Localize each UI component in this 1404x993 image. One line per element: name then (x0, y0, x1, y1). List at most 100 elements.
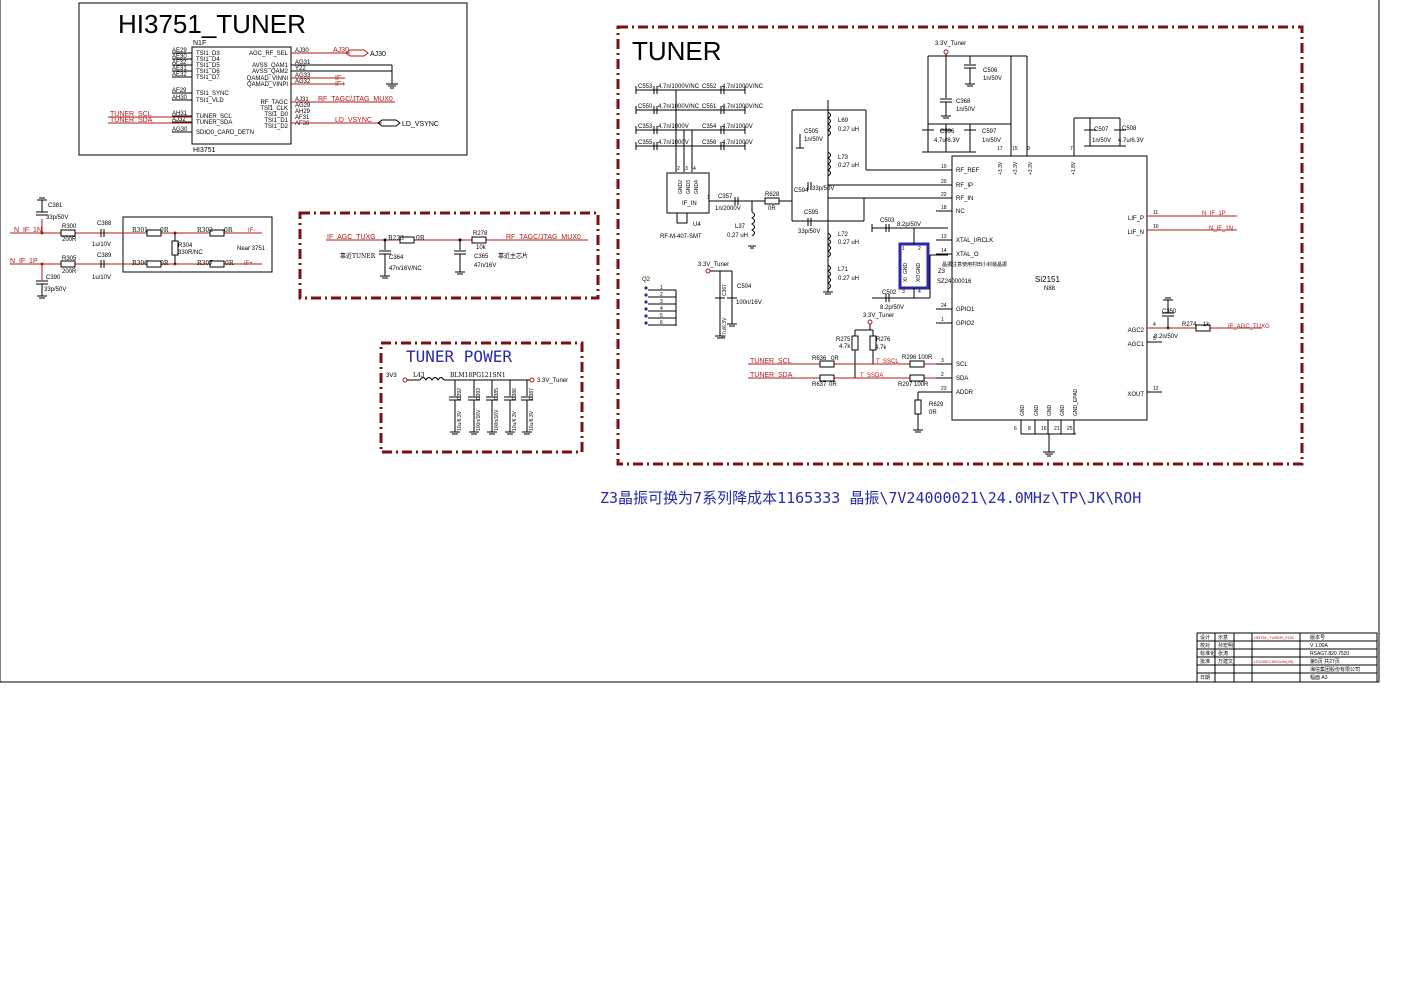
si-top-pin-num: 17 (997, 146, 1003, 152)
si-top-pin-name: +3.3V (1013, 161, 1019, 175)
l73-ref: L73 (838, 155, 849, 161)
l72-ref: L72 (838, 232, 849, 238)
u4-pin-num: 3 (685, 166, 688, 172)
l71-ref: L71 (838, 267, 849, 273)
c364-val: 47n/16V/NC (389, 266, 422, 272)
r275-val: 4.7k (839, 344, 851, 350)
z3-ref: Z3 (938, 269, 946, 275)
if-filter-ifm: IF- (248, 228, 255, 234)
si-bottom-pin-name: GND (1047, 405, 1053, 417)
u4-gnd-label: GND2 (678, 180, 684, 194)
hi3751-ref: N1F (193, 40, 206, 47)
q2-pin-dot (644, 314, 648, 318)
u4-part: RF-M-407-SMT (660, 234, 702, 240)
si-left-pin-name: GPIO2 (956, 321, 975, 327)
hi-right-ball: AJ31 (295, 97, 309, 103)
hi-left-pin-name: TSI1_D5 (196, 63, 220, 69)
si-left-pin-num: 3 (941, 358, 944, 364)
net-tuner-scl: TUNER_SCL (110, 111, 152, 118)
hi-left-ball: AG30 (172, 127, 188, 133)
r307-ref: R307 (197, 260, 213, 267)
si-left-pin-num: 23 (941, 386, 947, 392)
tuner-cap-val: 4.7n/1000V (658, 124, 689, 130)
hi-right-ball: AF30 (295, 121, 310, 127)
hi-right-ball: AG32 (295, 79, 311, 85)
l72-val: 0.27 uH (838, 240, 859, 246)
power-cap-ref: C393 (476, 388, 482, 400)
hi-left-pin-name: TSI1_D7 (196, 75, 220, 81)
l69-ref: L69 (838, 118, 849, 124)
power-cap-ref: C392 (457, 388, 463, 400)
r274-ref: R274 (1182, 322, 1197, 328)
hi-left-ball: AH31 (172, 111, 188, 117)
c507-val: 1n/50V (1092, 138, 1111, 144)
si-left-pin-num: 24 (941, 303, 947, 309)
tuner-cap-val: 4.7n/1000V/NC (658, 84, 700, 90)
hi-left-pin-name: TSI1_D3 (196, 51, 220, 57)
r306-val: 0R (160, 260, 169, 267)
hi-left-ball: AE31 (172, 66, 187, 72)
tuner-cap-ref: C550 (638, 104, 653, 110)
xtal-pin-name: XI (903, 277, 909, 282)
r629-ref: R629 (929, 402, 944, 408)
c594-ref: C594 (794, 188, 809, 194)
l69-val: 0.27 uH (838, 127, 859, 133)
si-bottom-pin-name: GND_EPAD (1073, 388, 1079, 416)
tuner-cap-ref: C551 (702, 104, 717, 110)
si-right-pin-name: AGC2 (1128, 328, 1145, 334)
c357-ref: C357 (718, 194, 733, 200)
si-left-pin-name: SCL (956, 362, 968, 368)
hi-right-ball: AG31 (295, 60, 311, 66)
q2-ref: Q2 (642, 277, 651, 283)
hi-left-pin-name: TSI1_D4 (196, 57, 220, 63)
r278-ref: R278 (473, 231, 488, 237)
c368-val: 1n/50V (956, 107, 975, 113)
c594-val: 33p/50V (812, 186, 834, 192)
r278-val: 10k (476, 245, 487, 251)
tb-cell: LED49EC600UAV(25) (1254, 659, 1294, 664)
c506-val: 1n/50V (983, 76, 1002, 82)
si-right-pin-name: XOUT (1127, 392, 1144, 398)
hi-left-pin-name: TSI1_SYNC (196, 91, 229, 97)
r274-val: 1k (1203, 322, 1210, 328)
near-tuner-note: 靠近TUNER (340, 252, 376, 260)
si-left-pin-num: 14 (941, 248, 947, 254)
r629-val: 0R (929, 410, 937, 416)
power-cap-val: 100n/16V (494, 409, 500, 431)
q2-pin-dot (644, 307, 648, 311)
si-top-pin-num: 7 (1070, 146, 1073, 152)
si-bottom-pin-num: 8 (1028, 426, 1031, 432)
c595-ref: C595 (804, 210, 819, 216)
hi-left-pin-name: SDIO0_CARD_DETN (196, 130, 254, 136)
tuner-cap-ref: C353 (638, 124, 653, 130)
c381-ref: C381 (48, 203, 63, 209)
power-vin: 3V3 (386, 373, 397, 379)
hi-right-pin-name: TSI1_D2 (264, 124, 288, 130)
tuner-title: TUNER (632, 36, 722, 66)
power-cap-ref: C386 (512, 388, 518, 400)
net-ld-vsync: LD_VSYNC (335, 117, 372, 124)
l71-val: 0.27 uH (838, 276, 859, 282)
u4-gnd-label: GND4 (694, 180, 700, 194)
l73-val: 0.27 uH (838, 163, 859, 169)
net-if-plus: IF+ (335, 81, 345, 88)
r307-val: 0R (225, 260, 234, 267)
t-ssda-net: T_SSDA (860, 373, 883, 379)
hi-left-ball: AE29 (172, 48, 187, 54)
power-cap-val: 10u/6.3V (529, 410, 535, 431)
r304-ref: R304 (178, 243, 193, 249)
r302-ref: R302 (197, 227, 213, 234)
r628-val: 0R (768, 206, 776, 212)
r275-ref: R275 (836, 337, 851, 343)
c367-val: 4.7u/6.3V (722, 317, 728, 339)
si-top-pin-num: 15 (1012, 146, 1018, 152)
si-left-pin-num: 22 (941, 192, 947, 198)
c596-val: 4.7u/6.3V (934, 138, 960, 144)
r628-ref: R628 (765, 192, 780, 198)
r304-val: 330R/NC (178, 250, 203, 256)
if-filter-ifp: IF+ (244, 261, 253, 267)
c365-ref: C365 (474, 254, 489, 260)
si-left-pin-name: GPIO1 (956, 307, 975, 313)
tb-cell: 版本号 (1310, 634, 1325, 641)
